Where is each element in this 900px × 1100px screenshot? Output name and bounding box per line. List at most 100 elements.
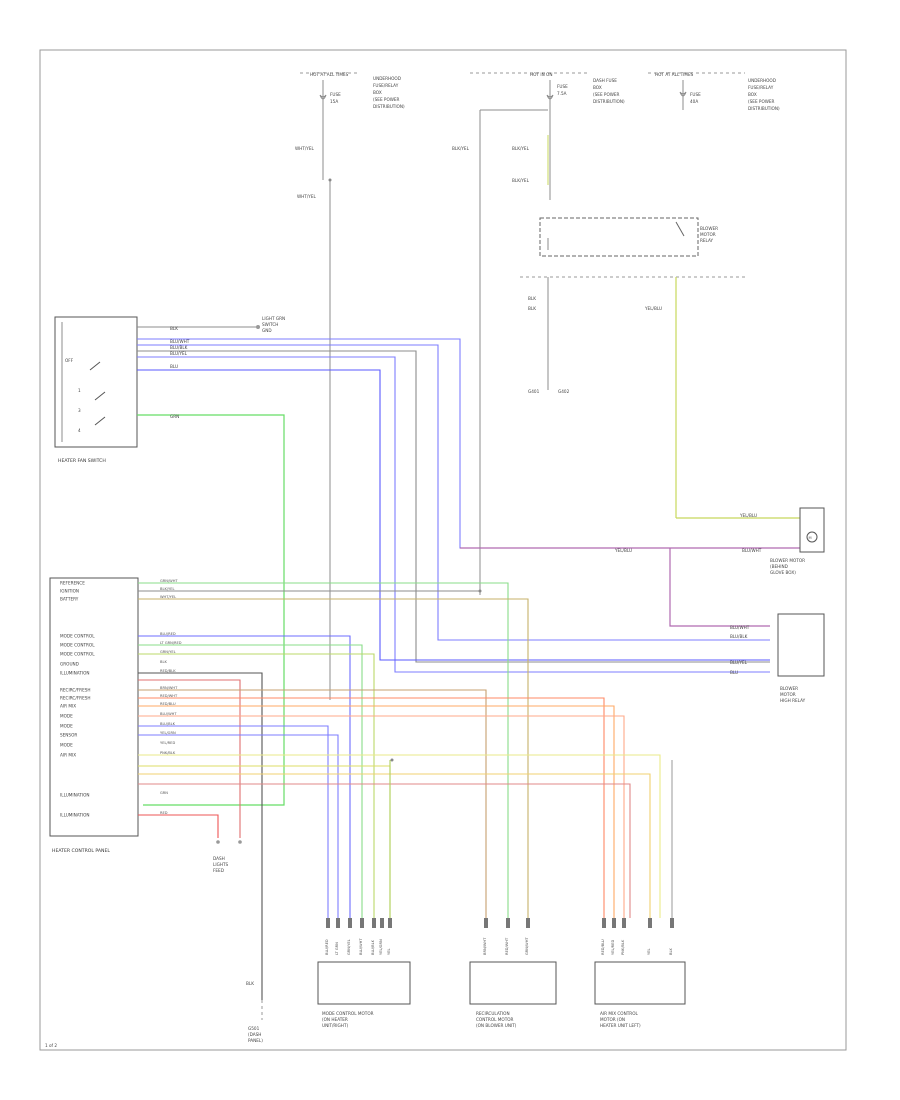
heater-fan-switch: OFF 1 3 4 HEATER FAN SWITCH LIGHT GRN SW… (54, 316, 285, 464)
hcp-pin-label: MODE (60, 743, 73, 748)
svg-text:GND: GND (262, 328, 272, 333)
svg-text:(ON BLOWER UNIT): (ON BLOWER UNIT) (476, 1023, 517, 1028)
svg-text:BLOWER MOTOR: BLOWER MOTOR (770, 558, 805, 563)
fan-switch-wires: BLK BLU/WHT BLU/BLK BLU/YEL BLU GRN (137, 326, 800, 806)
svg-text:7.5A: 7.5A (557, 91, 567, 96)
hcp-pin-label: RECIRC/FRESH (60, 696, 91, 701)
svg-text:FUSE/RELAY: FUSE/RELAY (373, 83, 399, 88)
svg-text:HIGH RELAY: HIGH RELAY (780, 698, 806, 703)
connector-pin (648, 918, 652, 928)
hcp-pin-label: MODE (60, 724, 73, 729)
svg-text:FUSE: FUSE (690, 92, 701, 97)
svg-text:G401: G401 (528, 389, 540, 394)
svg-text:LIGHT GRN: LIGHT GRN (262, 316, 285, 321)
hcp-pin-label: GROUND (60, 662, 79, 667)
actuator-pin-label: YEL/GRN (379, 939, 383, 955)
hcp-wire-label: BLK (160, 660, 167, 664)
grounds-relay: G401 G402 (528, 389, 570, 394)
svg-text:1: 1 (78, 388, 81, 393)
svg-text:DISTRIBUTION): DISTRIBUTION) (748, 106, 780, 111)
connector-pin (622, 918, 626, 928)
svg-text:BLU/BLK: BLU/BLK (170, 345, 188, 350)
svg-text:OFF: OFF (65, 358, 74, 363)
svg-text:(DASH: (DASH (248, 1032, 261, 1037)
blower-motor-relay: BLOWER MOTOR RELAY BLK BLK YEL/BLU YEL/B… (520, 217, 800, 519)
svg-text:3: 3 (78, 408, 81, 413)
svg-text:UNDERHOOD: UNDERHOOD (748, 78, 776, 83)
actuator-pin-label: GRN/YEL (347, 939, 351, 955)
actuator-pin-label: BLK (669, 948, 673, 955)
svg-text:G402: G402 (558, 389, 570, 394)
svg-text:UNDERHOOD: UNDERHOOD (373, 76, 401, 81)
svg-text:GRN: GRN (170, 414, 179, 419)
svg-text:WHT/YEL: WHT/YEL (297, 194, 316, 199)
hcp-wire-label: GRN/WHT (160, 579, 178, 583)
blower-motor-high-relay: BLU/WHT BLU/BLK BLU/YEL BLU BLOWER MOTOR… (730, 613, 825, 703)
svg-text:M: M (809, 536, 812, 540)
svg-text:BLU/YEL: BLU/YEL (170, 351, 188, 356)
actuator-pin-label: YEL (387, 949, 391, 955)
svg-text:RELAY: RELAY (700, 238, 714, 243)
svg-text:MODE CONTROL MOTOR: MODE CONTROL MOTOR (322, 1011, 374, 1016)
svg-text:RECIRCULATION: RECIRCULATION (476, 1011, 510, 1016)
hcp-wire-label: BLU/BLK (160, 722, 176, 726)
hcp-pin-label: MODE CONTROL (60, 643, 95, 648)
svg-text:(BEHIND: (BEHIND (770, 564, 788, 569)
svg-text:DASH: DASH (213, 856, 225, 861)
svg-text:BLU/WHT: BLU/WHT (730, 625, 750, 630)
svg-text:BLK/YEL: BLK/YEL (452, 146, 470, 151)
connector-pin (336, 918, 340, 928)
hcp-wire-label: RED (160, 811, 168, 815)
svg-text:40A: 40A (690, 99, 698, 104)
connector-pin (380, 918, 384, 928)
connector-pin (388, 918, 392, 928)
hcp-pin-label: IGNITION (60, 589, 79, 594)
ground-g501: BLK G501 (DASH PANEL) (246, 981, 263, 1043)
hcp-pin-label: ILLUMINATION (60, 813, 90, 818)
svg-text:BLK: BLK (528, 306, 536, 311)
svg-text:MOTOR (ON: MOTOR (ON (600, 1017, 625, 1022)
hcp-wire-label: YEL/RED (160, 741, 175, 745)
hcp-wire-label: LT GRN/RED (160, 641, 182, 645)
svg-text:MOTOR: MOTOR (780, 692, 796, 697)
svg-text:BOX: BOX (593, 85, 602, 90)
hcp-wire-label: BLU/RED (160, 632, 176, 636)
actuator-pin-label: BLU/RED (325, 939, 329, 955)
hcp-wire-label: RED/BLK (160, 669, 176, 673)
hcp-wire-label: GRN (160, 791, 168, 795)
actuator-pin-label: BLU/BLK (371, 939, 375, 955)
page-footer: 1 of 2 (45, 1043, 57, 1048)
svg-text:FEED: FEED (213, 868, 224, 873)
svg-text:FUSE: FUSE (557, 84, 568, 89)
svg-text:BLU/WHT: BLU/WHT (742, 548, 762, 553)
hcp-pin-label: BATTERY (60, 597, 79, 602)
hcp-wire-label: BLU/WHT (160, 712, 177, 716)
svg-text:BLU: BLU (730, 670, 738, 675)
svg-text:BLK: BLK (246, 981, 254, 986)
connector-pin (602, 918, 606, 928)
connector-pin (670, 918, 674, 928)
svg-text:BLU: BLU (170, 364, 178, 369)
hcp-pin-label: AIR MIX (60, 753, 76, 758)
svg-text:YEL/BLU: YEL/BLU (614, 548, 632, 553)
svg-text:(SEE POWER: (SEE POWER (748, 99, 775, 104)
svg-text:BLK/YEL: BLK/YEL (512, 146, 530, 151)
svg-text:BLK/YEL: BLK/YEL (512, 178, 530, 183)
hcp-pin-label: ILLUMINATION (60, 793, 90, 798)
connector-pin (348, 918, 352, 928)
svg-text:GLOVE BOX): GLOVE BOX) (770, 570, 796, 575)
svg-text:AIR MIX CONTROL: AIR MIX CONTROL (600, 1011, 639, 1016)
hcp-pin-label: SENSOR (60, 733, 77, 738)
actuator-pin-label: BRN/WHT (483, 937, 487, 955)
svg-text:BOX: BOX (748, 92, 757, 97)
svg-text:BLOWER: BLOWER (700, 226, 718, 231)
svg-text:HOT AT ALL TIMES: HOT AT ALL TIMES (310, 72, 349, 77)
svg-text:(SEE POWER: (SEE POWER (373, 97, 400, 102)
